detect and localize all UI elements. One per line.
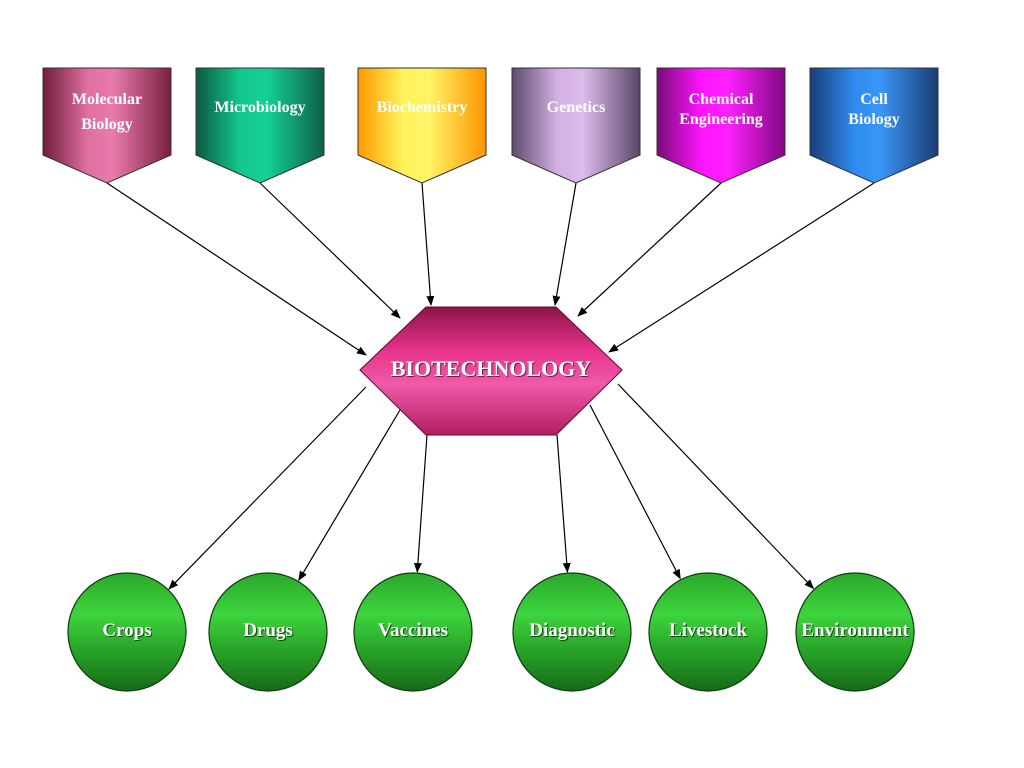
input-arrows	[106, 182, 875, 356]
source-label-biochemistry-line1: Biochemistry	[377, 99, 468, 116]
arrow-center-to-environment	[617, 383, 815, 590]
application-areas: Crops Drugs Vaccines Diagnostic Livestock Env…	[67, 572, 915, 692]
arrow-chemical-engineering-to-center	[577, 182, 722, 317]
center-hexagon	[359, 306, 623, 436]
output-circle-crops	[67, 572, 187, 692]
output-livestock: Livestock	[648, 572, 768, 692]
output-label-environment: Environment	[801, 620, 909, 641]
arrow-center-to-vaccines	[413, 434, 428, 573]
source-label-molecular-biology-line1: Molecular	[72, 91, 142, 108]
source-label-genetics-line1: Genetics	[547, 99, 606, 116]
arrow-center-to-livestock	[589, 404, 681, 580]
output-diagnostic: Diagnostic	[512, 572, 632, 692]
source-biochemistry: Biochemistry	[357, 67, 487, 184]
output-arrows	[168, 383, 815, 590]
source-shape-genetics	[511, 67, 641, 184]
source-shape-molecular-biology	[42, 67, 172, 184]
source-shape-biochemistry	[357, 67, 487, 184]
output-drugs: Drugs	[208, 572, 328, 692]
source-label-cell-biology-line2: Biology	[848, 111, 900, 128]
arrow-center-to-crops	[168, 386, 367, 590]
source-label-chemical-engineering-line2: Engineering	[679, 111, 763, 128]
output-circle-drugs	[208, 572, 328, 692]
arrow-biochemistry-to-center	[421, 182, 435, 306]
source-label-cell-biology-line1: Cell	[860, 91, 888, 108]
source-label-molecular-biology-line2: Biology	[81, 116, 133, 133]
arrow-genetics-to-center	[552, 182, 577, 306]
output-label-crops: Crops	[102, 620, 151, 641]
source-shape-chemical-engineering	[656, 67, 786, 184]
arrow-center-to-drugs	[298, 409, 401, 582]
output-vaccines: Vaccines	[353, 572, 473, 692]
source-microbiology: Microbiology	[195, 67, 325, 184]
output-circle-diagnostic	[512, 572, 632, 692]
source-label-chemical-engineering-line1: Chemical	[689, 91, 754, 108]
output-label-vaccines: Vaccines	[378, 620, 448, 641]
output-label-drugs: Drugs	[243, 620, 293, 641]
output-circle-livestock	[648, 572, 768, 692]
source-shape-microbiology	[195, 67, 325, 184]
output-label-diagnostic: Diagnostic	[529, 620, 615, 641]
arrow-microbiology-to-center	[259, 182, 401, 319]
source-genetics: Genetics	[511, 67, 641, 184]
center-label: BIOTECHNOLOGY	[391, 356, 592, 381]
output-circle-environment	[795, 572, 915, 692]
source-label-microbiology-line1: Microbiology	[214, 99, 305, 116]
arrow-center-to-diagnostic	[556, 434, 571, 573]
center-node: BIOTECHNOLOGY	[359, 306, 623, 436]
output-crops: Crops	[67, 572, 187, 692]
output-label-livestock: Livestock	[669, 620, 748, 641]
arrow-cell-biology-to-center	[608, 182, 875, 353]
output-environment: Environment	[795, 572, 915, 692]
arrow-molecular-biology-to-center	[106, 182, 367, 356]
output-circle-vaccines	[353, 572, 473, 692]
source-shape-cell-biology	[809, 67, 939, 184]
